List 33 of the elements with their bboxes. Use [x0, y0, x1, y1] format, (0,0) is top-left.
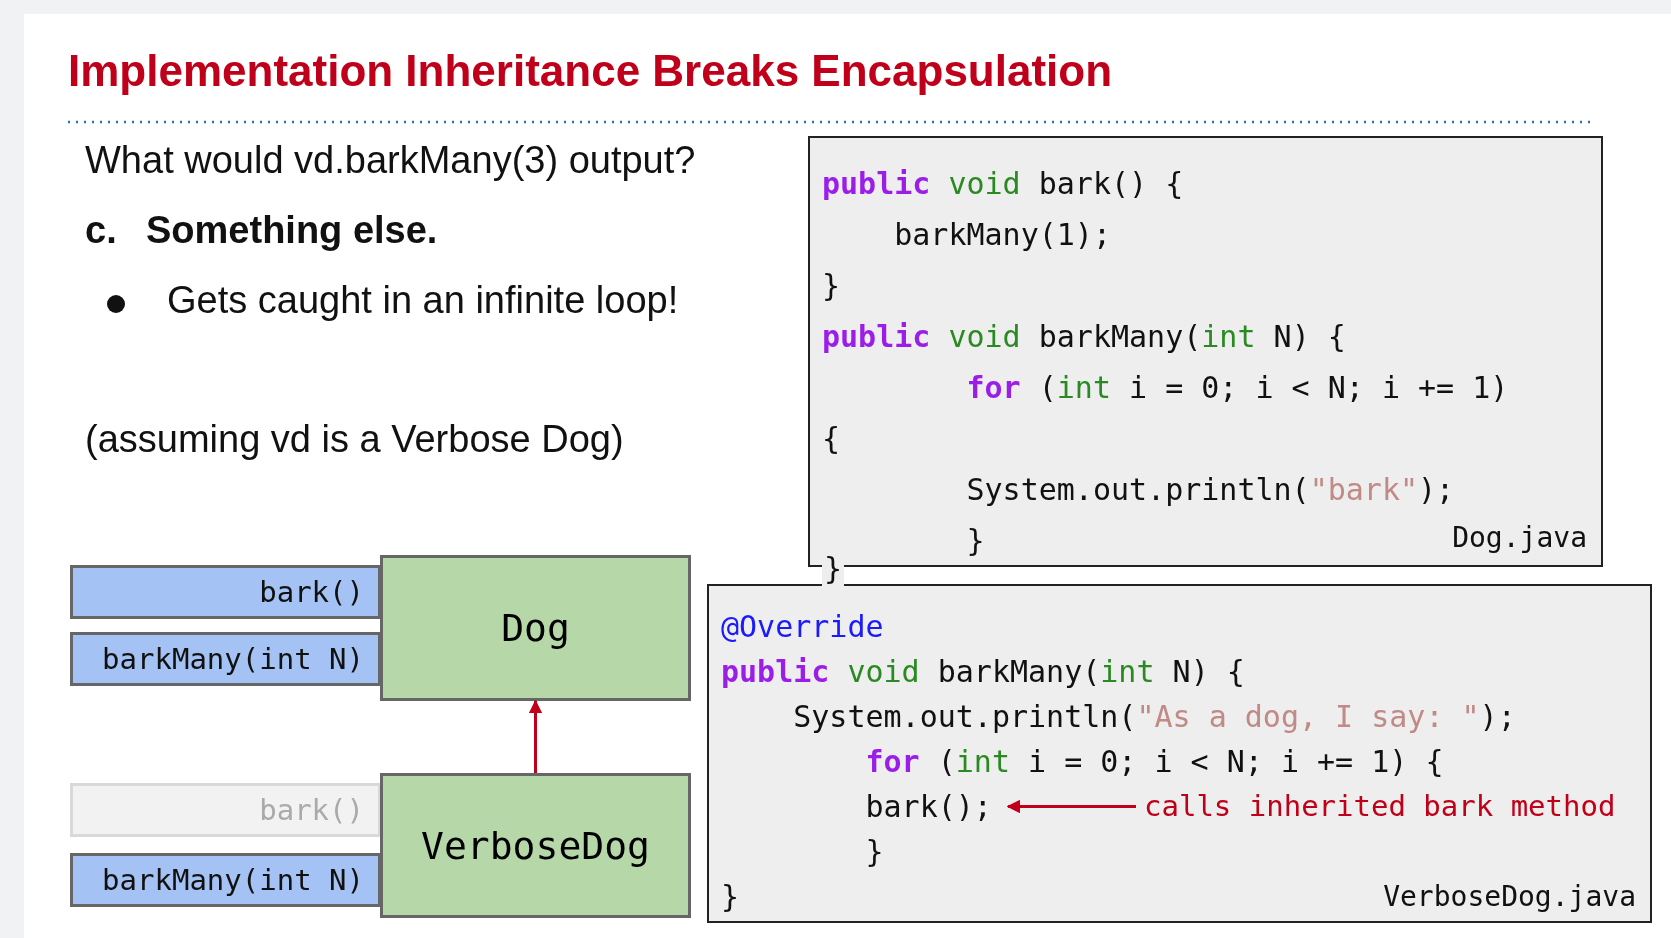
file-name: VerboseDog.java: [1383, 879, 1636, 915]
method-bar: barkMany(int N): [70, 632, 381, 686]
code-line: System.out.println("As a dog, I say: ");: [793, 698, 1516, 736]
bullet-text: Gets caught in an infinite loop!: [167, 279, 679, 322]
code-line: public void barkMany(int N) {: [822, 318, 1346, 356]
note-text: (assuming vd is a Verbose Dog): [85, 418, 624, 461]
code-line: }: [966, 522, 985, 560]
code-panel: [707, 584, 1652, 923]
class-box: VerboseDog: [380, 773, 691, 918]
answer-text: Something else.: [146, 209, 438, 252]
answer-letter: c.: [85, 209, 117, 252]
inherited-method-bar: bark(): [70, 783, 381, 837]
code-line: barkMany(1);: [894, 216, 1111, 254]
class-box: Dog: [380, 555, 691, 701]
code-line: }: [822, 267, 841, 305]
code-line: }: [865, 833, 884, 871]
slide-title: Implementation Inheritance Breaks Encapsulation: [68, 46, 1113, 96]
annotation-text: calls inherited bark method: [1144, 784, 1616, 829]
question-text: What would vd.barkMany(3) output?: [85, 139, 696, 182]
code-line: public void barkMany(int N) {: [721, 653, 1245, 691]
code-line: }: [721, 878, 740, 916]
code-line: public void bark() {: [822, 165, 1184, 203]
code-line: {: [822, 420, 841, 458]
code-line: System.out.println("bark");: [966, 471, 1455, 509]
method-bar: barkMany(int N): [70, 853, 381, 907]
file-name: Dog.java: [1452, 520, 1587, 556]
method-bar: bark(): [70, 565, 381, 619]
code-line: for (int i = 0; i < N; i += 1): [966, 369, 1509, 407]
inheritance-arrow: [528, 699, 543, 773]
leader-arrow: [1006, 799, 1136, 814]
code-line: @Override: [721, 608, 884, 646]
code-line: for (int i = 0; i < N; i += 1) {: [865, 743, 1444, 781]
code-line: bark();: [865, 784, 992, 829]
